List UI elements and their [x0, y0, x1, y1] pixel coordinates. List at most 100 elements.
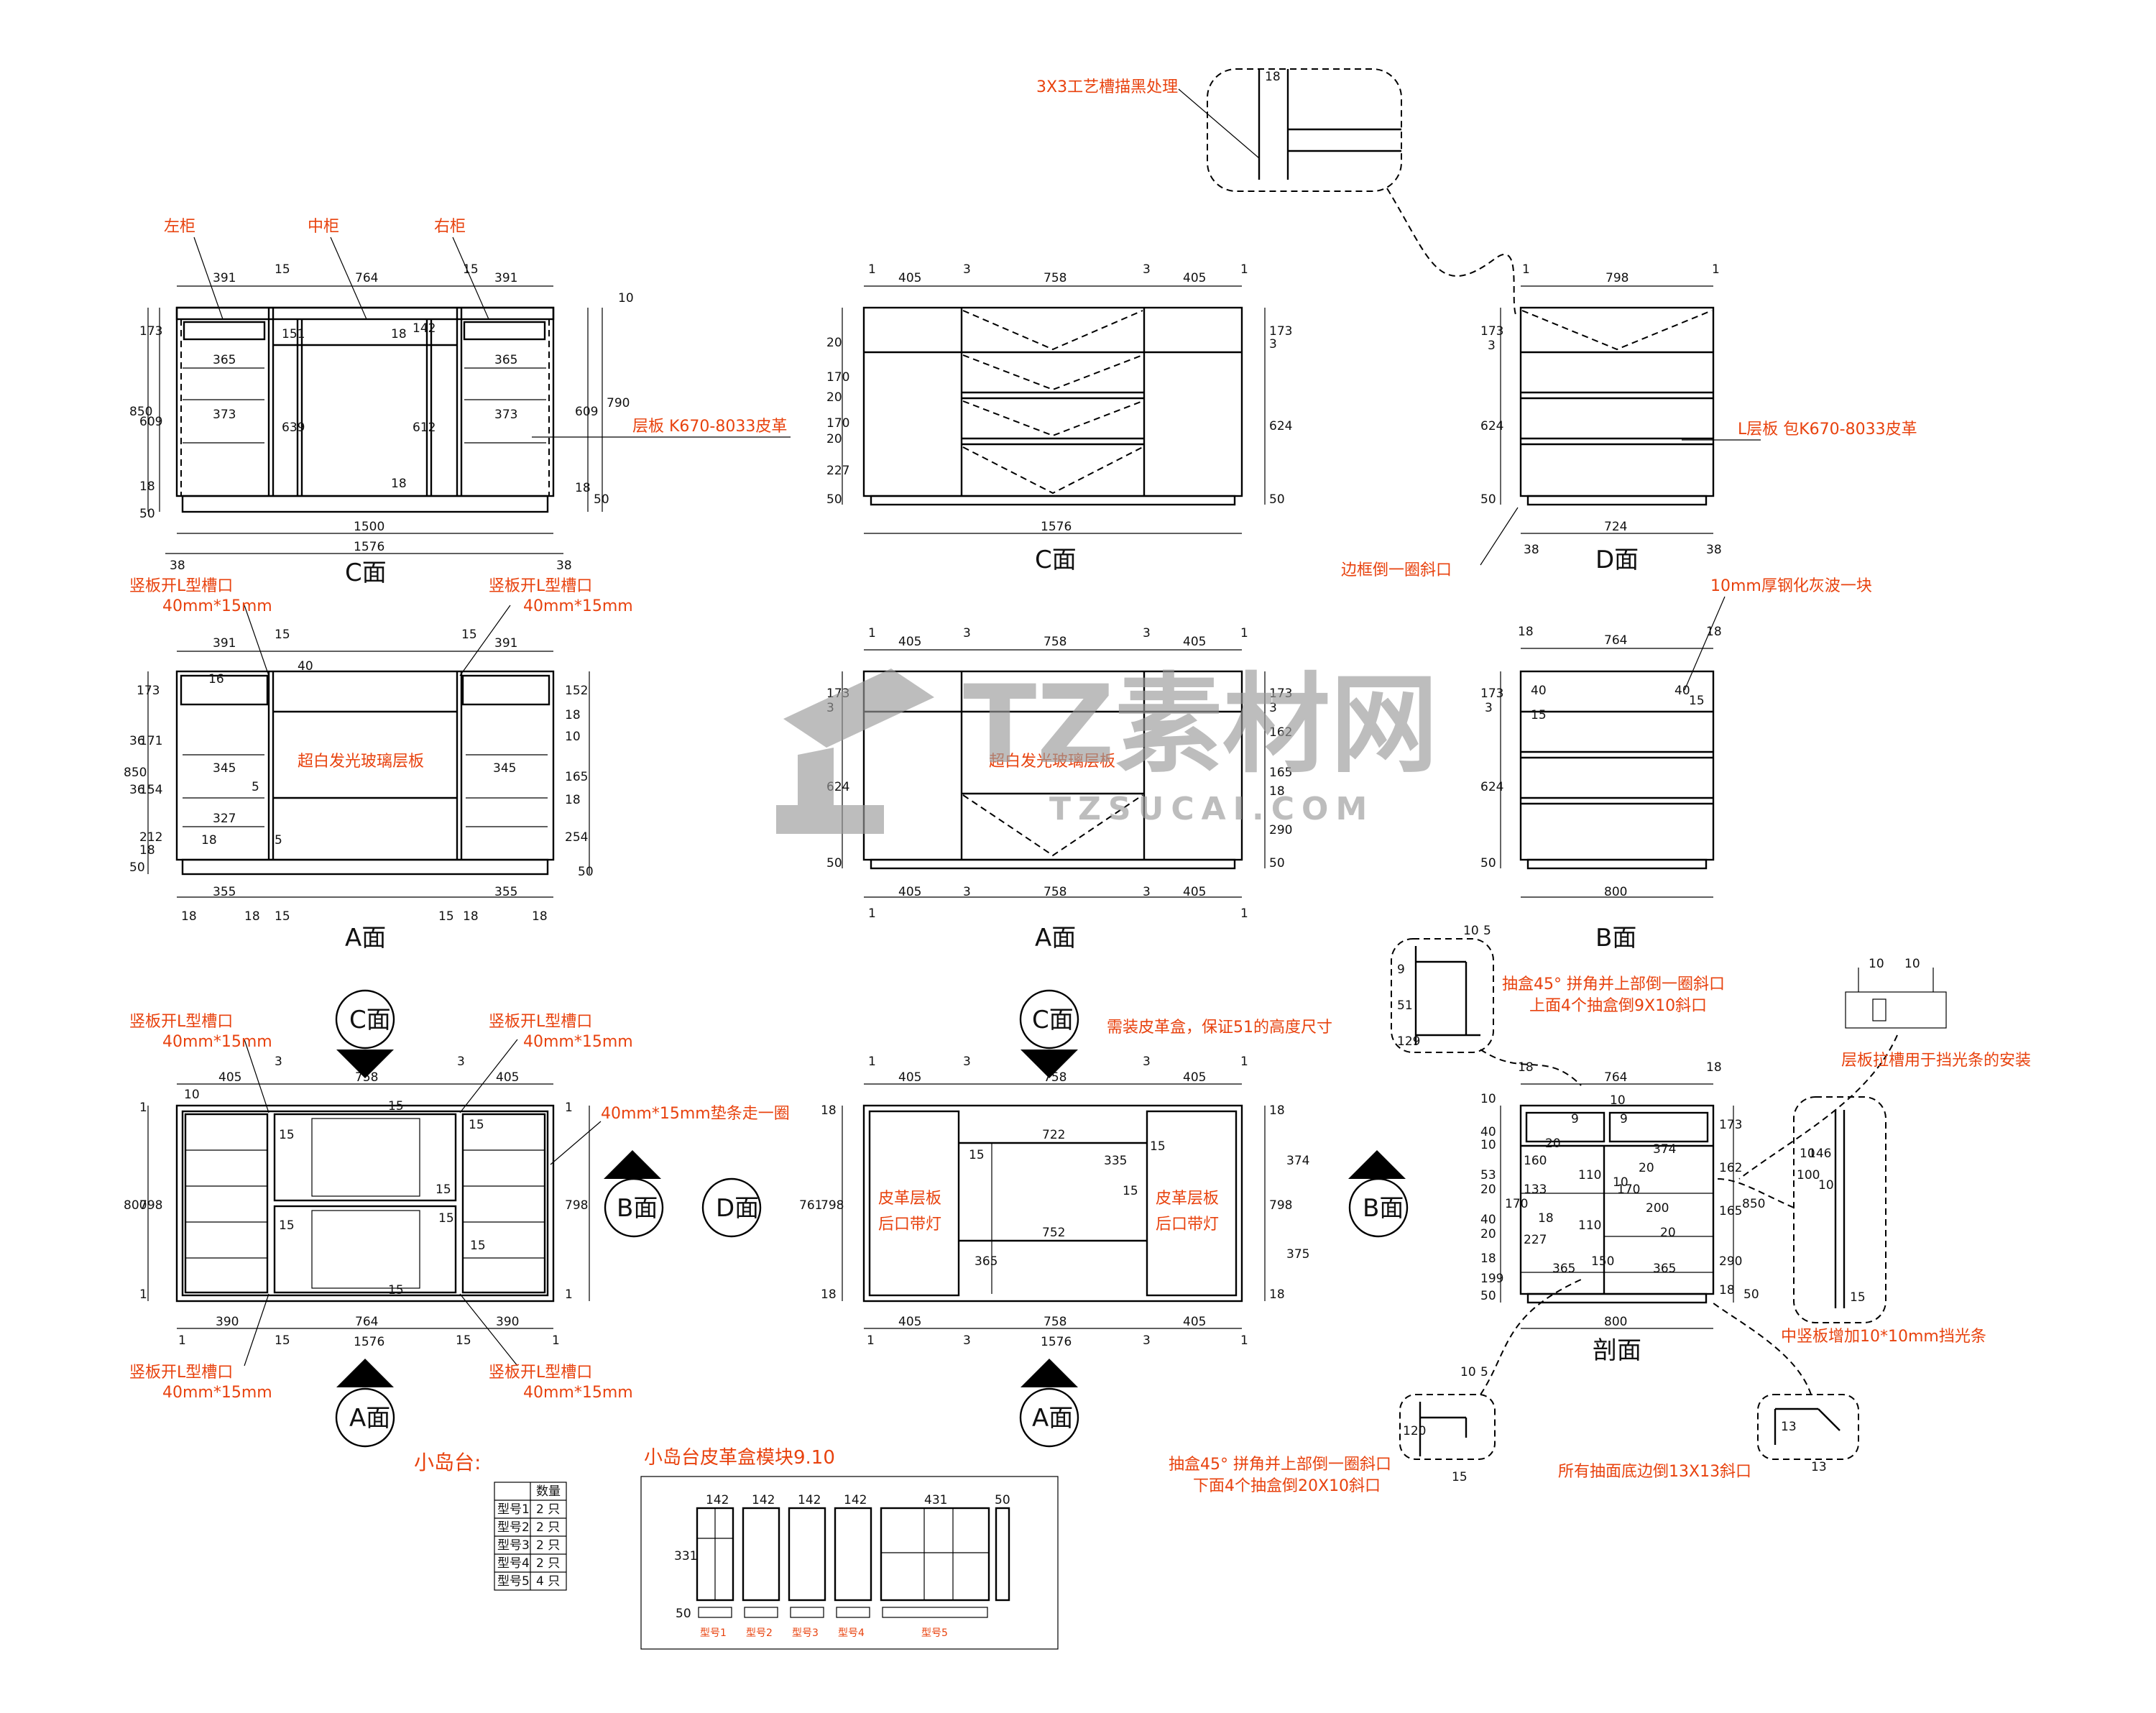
table-cell-4-1: 4 只 [536, 1574, 560, 1589]
dim-c1-left-4: 50 [139, 507, 155, 521]
note-frame-chamfer: 边框倒一圈斜口 [1341, 561, 1452, 579]
dim-a2-right-5: 290 [1269, 823, 1292, 837]
dim-p2-left-2: 18 [821, 1103, 837, 1118]
dim-a1-right-4: 18 [565, 793, 581, 807]
dim-p2-top-4: 405 [1183, 1070, 1206, 1085]
note-leather-box: 需装皮革盒，保证51的高度尺寸 [1107, 1019, 1332, 1037]
dim-c2-right-0: 173 [1269, 324, 1292, 339]
dim-c1-right-2: 50 [594, 492, 609, 507]
dim-sec-inner-15: 20 [1545, 1136, 1561, 1151]
dim-det4-1: 5 [1480, 1365, 1488, 1379]
table-cell-2-1: 2 只 [536, 1538, 560, 1553]
dim-a1-right-3: 165 [565, 770, 588, 784]
view-b: 10mm厚钢化灰波一块 764 18 18 800 173 3 624 50 4… [1480, 577, 1872, 952]
dim-b-left-1: 3 [1485, 701, 1493, 715]
dim-p1-inner-0: 15 [279, 1128, 295, 1142]
module-title: 小岛台皮革盒模块9.10 [644, 1447, 835, 1469]
dim-sec-inner-12: 9 [1620, 1112, 1628, 1126]
dim-c1-top-2: 764 [355, 271, 378, 285]
dim-c2-left-1: 170 [826, 370, 849, 385]
dim-a1-inner-6: 16 [208, 672, 224, 686]
p2-outer [862, 1104, 1243, 1303]
module-label-0: 型号1 [700, 1627, 727, 1639]
dim-p1-top-3: 3 [457, 1055, 465, 1069]
marker-b1: B面 [604, 1150, 664, 1238]
dim-sec-inner-18: 18 [1538, 1211, 1554, 1226]
table-cell-0-0: 型号1 [497, 1502, 530, 1517]
dim-p1-inner-4: 15 [470, 1239, 486, 1253]
dim-a1-bottom-4: 15 [275, 909, 290, 924]
dim-p2-top-1: 3 [963, 1055, 971, 1069]
dim-p2-bottom-3: 3 [1143, 1333, 1151, 1348]
dim-c2-left-5: 227 [826, 464, 849, 478]
detail-groove: 3X3工艺槽描黑处理 18 [1036, 68, 1517, 317]
dim-a1-top-0: 391 [213, 636, 236, 651]
dim-a2-top-5: 1 [868, 626, 876, 640]
dim-sec-top-2: 18 [1706, 1060, 1722, 1075]
dim-p2-right-2: 375 [1286, 1247, 1309, 1262]
c2-body [862, 306, 1243, 497]
table-cell-2-0: 型号3 [497, 1538, 530, 1553]
c1-top-strip [175, 306, 555, 321]
note-slot-a1-left: 40mm*15mm [162, 597, 272, 615]
dim-a2-top-1: 3 [963, 626, 971, 640]
dim-sec-left-4: 20 [1480, 1182, 1496, 1197]
dim-c1-inner-3: 373 [494, 408, 517, 422]
dim-det3-4: 100 [1797, 1168, 1820, 1182]
dim-a1-top-4: 40 [298, 659, 313, 674]
dim-p1-left-3: 1 [139, 1287, 147, 1302]
dim-c2-left-3: 170 [826, 416, 849, 431]
dim-det5-0: 13 [1781, 1420, 1797, 1434]
note-slot-a1-right: 40mm*15mm [523, 597, 633, 615]
dim-c1-left-1: 173 [139, 324, 162, 339]
dim-p2-right-1: 374 [1286, 1154, 1309, 1168]
dim-c1-top-0: 391 [213, 271, 236, 285]
dim-sec-right-3: 850 [1742, 1197, 1765, 1211]
dim-sec-left-6: 20 [1480, 1227, 1496, 1241]
dim-det4-0: 10 [1460, 1365, 1476, 1379]
dim-p1-inner-2: 15 [436, 1182, 451, 1197]
dim-a2-right-4: 18 [1269, 784, 1285, 799]
table-cell-1-0: 型号2 [497, 1520, 530, 1535]
dim-det3-2: 10 [1818, 1178, 1834, 1193]
table-cell-3-1: 2 只 [536, 1556, 560, 1571]
note-vboard-p1-tr: 竖板开L型槽口 [489, 1013, 592, 1031]
dim-a1-right-0: 152 [565, 684, 588, 698]
dim-a1-inner-4: 5 [275, 833, 282, 848]
dim-p1-bottom-1: 15 [275, 1333, 290, 1348]
dim-det3-0: 10 [1800, 1147, 1815, 1161]
dim-c2-left-0: 20 [826, 336, 842, 350]
module-width-4: 431 [924, 1493, 947, 1507]
dim-sec-right-6: 18 [1719, 1283, 1735, 1298]
dim-c1-bottom-2: 38 [170, 559, 185, 573]
plan-1: 竖板开L型槽口 40mm*15mm 竖板开L型槽口 40mm*15mm 竖板开L… [124, 1013, 790, 1402]
dim-p1-bottom-3: 15 [456, 1333, 471, 1348]
dim-p2-inner-6: 15 [1150, 1139, 1166, 1154]
module-width-2: 142 [798, 1493, 821, 1507]
dim-a2-bottom-0: 405 [898, 885, 921, 899]
dim-c2-left-6: 50 [826, 492, 842, 507]
dim-p1-top-4: 405 [496, 1070, 519, 1085]
marker-d: D面 [701, 1177, 762, 1238]
view-a2: 超白发光玻璃层板 405 3 758 3 405 1 1 405 3 758 3… [826, 626, 1292, 952]
module-width-1: 142 [752, 1493, 775, 1507]
view-c2: 405 3 758 3 405 1 1 1576 20 170 20 170 2… [826, 262, 1292, 574]
marker-b2: B面 [1348, 1150, 1409, 1238]
island-table: 小岛台: 数量 型号1 2 只 型号2 2 只 型号3 2 只 型号4 2 只 … [414, 1451, 567, 1591]
table-cell-1-1: 2 只 [536, 1520, 560, 1535]
dim-a1-right-5: 254 [565, 830, 588, 845]
dim-a2-right-1: 3 [1269, 701, 1277, 715]
dim-a1-top-1: 15 [275, 628, 290, 642]
dim-b-bottom-0: 800 [1604, 885, 1627, 899]
dim-c1-inner-2: 365 [494, 353, 517, 367]
dim-a1-left-5: 154 [139, 783, 162, 797]
module-width-5: 50 [995, 1493, 1010, 1507]
dim-p2-bottom-2: 758 [1044, 1315, 1067, 1329]
dim-sec-inner-13: 10 [1610, 1093, 1626, 1108]
dim-sec-inner-2: 374 [1653, 1142, 1676, 1157]
detail-drawer-bottom: 10 5 120 15 抽盒45° 拼角并上部倒一圈斜口 下面4个抽盒倒20X1… [1169, 1279, 1582, 1495]
dim-c1-inner-8: 18 [391, 327, 407, 341]
dim-p2-right-3: 18 [1269, 1103, 1285, 1118]
dim-a1-top-3: 391 [494, 636, 517, 651]
dim-d-left-0: 173 [1480, 324, 1503, 339]
